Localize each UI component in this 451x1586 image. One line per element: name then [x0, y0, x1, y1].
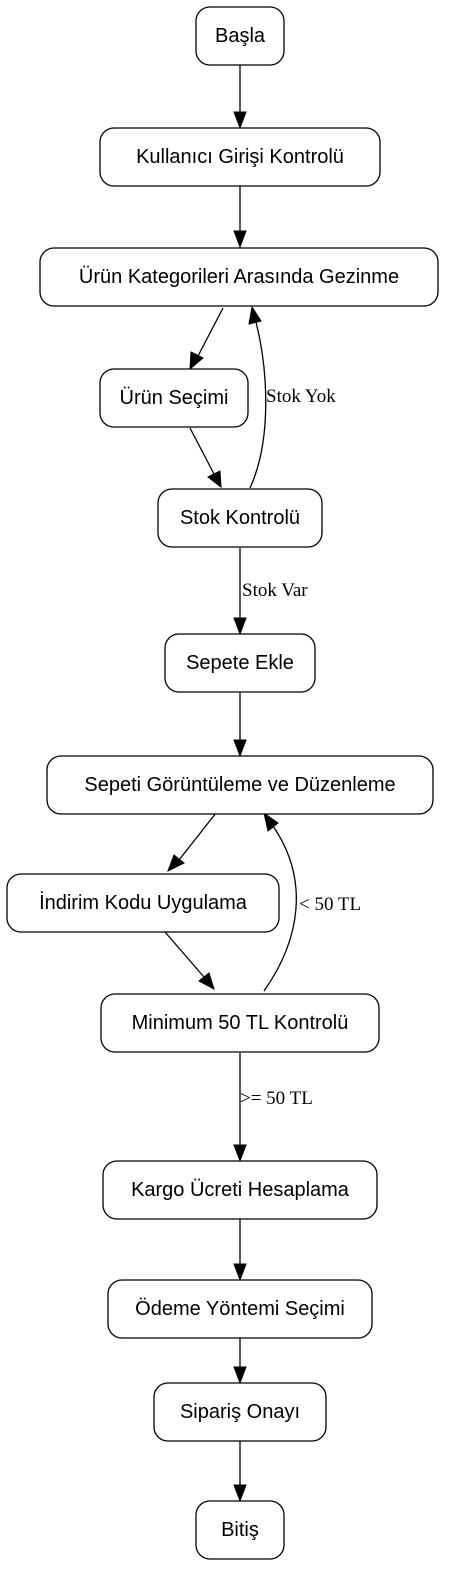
node-discount: İndirim Kodu Uygulama — [6, 873, 280, 933]
edge-discount-mincheck — [164, 931, 205, 978]
node-login-label: Kullanıcı Girişi Kontrolü — [136, 146, 344, 168]
arrowhead-select-stock — [207, 470, 222, 489]
arrowhead-browse-select — [189, 351, 204, 371]
node-view-cart-label: Sepeti Görüntüleme ve Düzenleme — [84, 774, 395, 796]
arrowhead-payment-confirm — [233, 1366, 247, 1385]
node-end-label: Bitiş — [221, 1519, 259, 1541]
node-shipping-label: Kargo Ücreti Hesaplama — [131, 1179, 350, 1201]
node-min-check-label: Minimum 50 TL Kontrolü — [132, 1012, 349, 1034]
node-browse: Ürün Kategorileri Arasında Gezinme — [39, 247, 439, 307]
arrowhead-confirm-end — [233, 1484, 247, 1503]
node-select: Ürün Seçimi — [99, 368, 249, 428]
node-payment-label: Ödeme Yöntemi Seçimi — [135, 1298, 345, 1320]
arrowhead-addcart-viewcart — [233, 739, 247, 758]
arrowhead-start-login — [233, 111, 247, 130]
node-add-cart-label: Sepete Ekle — [186, 652, 294, 674]
edge-browse-select — [197, 307, 224, 357]
node-start: Başla — [195, 6, 285, 66]
arrowhead-shipping-payment — [233, 1263, 247, 1282]
node-select-label: Ürün Seçimi — [120, 387, 229, 409]
edge-label-over-50: >= 50 TL — [240, 1088, 313, 1109]
node-add-cart: Sepete Ekle — [164, 633, 316, 693]
node-payment: Ödeme Yöntemi Seçimi — [107, 1279, 373, 1339]
node-shipping: Kargo Ücreti Hesaplama — [102, 1160, 378, 1220]
node-end: Bitiş — [195, 1500, 285, 1560]
edge-mincheck-viewcart — [263, 825, 297, 992]
node-view-cart: Sepeti Görüntüleme ve Düzenleme — [46, 755, 434, 815]
edge-label-stock-yes: Stok Var — [242, 580, 308, 601]
node-discount-label: İndirim Kodu Uygulama — [39, 891, 248, 914]
arrowhead-discount-mincheck — [198, 972, 215, 991]
node-stock: Stok Kontrolü — [157, 488, 323, 548]
node-confirm-label: Sipariş Onayı — [180, 1401, 300, 1423]
edges — [164, 65, 297, 1503]
arrowhead-viewcart-discount — [167, 854, 185, 873]
arrowhead-login-browse — [233, 230, 247, 249]
edge-select-stock — [189, 427, 215, 475]
arrowhead-stock-browse — [248, 305, 262, 325]
edge-viewcart-discount — [178, 812, 217, 861]
arrowhead-mincheck-shipping — [233, 1144, 247, 1163]
nodes: Başla Kullanıcı Girişi Kontrolü Ürün Kat… — [6, 6, 439, 1560]
node-stock-label: Stok Kontrolü — [180, 507, 300, 529]
arrowhead-stock-addcart — [233, 617, 247, 636]
edge-label-stock-no: Stok Yok — [266, 386, 336, 407]
node-browse-label: Ürün Kategorileri Arasında Gezinme — [79, 266, 399, 288]
node-min-check: Minimum 50 TL Kontrolü — [100, 993, 380, 1053]
edge-label-under-50: < 50 TL — [299, 894, 361, 915]
node-confirm: Sipariş Onayı — [153, 1382, 327, 1442]
edge-stock-browse — [249, 321, 267, 489]
node-start-label: Başla — [215, 25, 266, 47]
edge-labels: Stok Yok Stok Var < 50 TL >= 50 TL — [240, 386, 361, 1109]
arrowhead-mincheck-viewcart — [263, 811, 279, 832]
node-login: Kullanıcı Girişi Kontrolü — [99, 127, 381, 187]
